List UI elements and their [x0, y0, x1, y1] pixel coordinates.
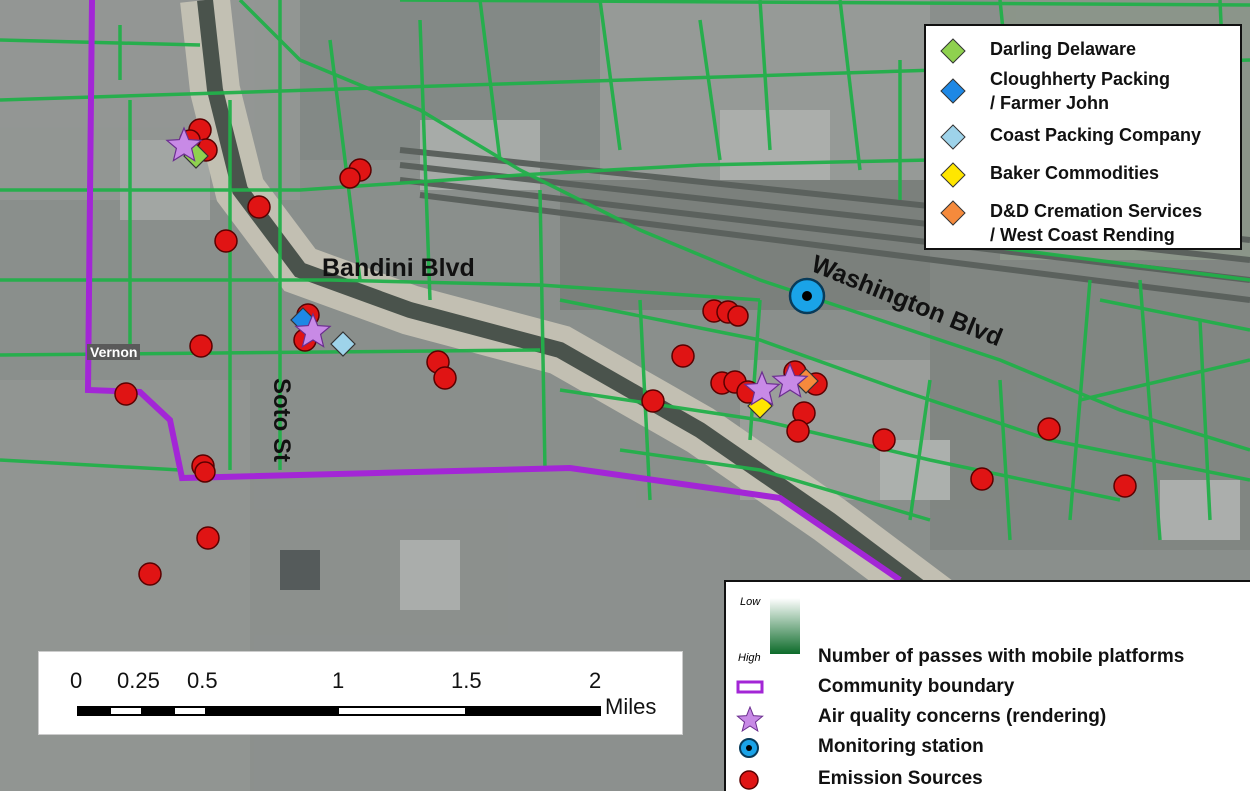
legend-label: Baker Commodities	[990, 163, 1160, 183]
emission-source	[138, 562, 162, 586]
emission-source	[1113, 474, 1137, 498]
emission-source	[970, 467, 994, 491]
green-diamond-icon	[940, 38, 966, 64]
emission-source-icon	[739, 770, 759, 790]
boundary-swatch-icon	[736, 680, 764, 694]
emission-source	[872, 428, 896, 452]
air-quality-star	[771, 362, 809, 398]
scale-bar: 0 0.25 0.5 1 1.5 2 Miles	[38, 651, 683, 735]
scale-segment	[173, 706, 207, 716]
scale-segment	[465, 706, 601, 716]
scale-segment	[205, 706, 339, 716]
scale-tick-label: 2	[589, 668, 602, 693]
scale-tick-label: 0.25	[117, 668, 160, 693]
emission-source	[1037, 417, 1061, 441]
light-blue-diamond-icon	[940, 124, 966, 150]
gradient-low-label: Low	[740, 596, 761, 608]
legend-label-line2: / West Coast Rending	[990, 225, 1175, 245]
symbols-legend: Low High Number of passes with mobile pl…	[724, 580, 1250, 791]
emission-source	[194, 461, 216, 483]
blue-diamond-icon	[940, 78, 966, 104]
route-density-gradient	[770, 598, 800, 654]
emission-source	[727, 305, 749, 327]
coast-packing-marker	[330, 331, 356, 357]
scale-segment	[337, 706, 467, 716]
star-icon	[736, 706, 764, 732]
scale-unit-label: Miles	[605, 694, 657, 719]
orange-diamond-icon	[940, 200, 966, 226]
street-label-soto: Soto St	[268, 378, 295, 462]
scale-segment	[141, 706, 175, 716]
legend-label: Monitoring station	[818, 736, 984, 757]
street-label-bandini: Bandini Blvd	[322, 254, 475, 282]
legend-label: Coast Packing Company	[990, 125, 1202, 145]
scale-tick-label: 0.5	[187, 668, 218, 693]
legend-label: Darling Delaware	[990, 39, 1137, 59]
emission-source	[641, 389, 665, 413]
legend-label-line2: / Farmer John	[990, 93, 1110, 113]
emission-source	[214, 229, 238, 253]
rail-yard	[399, 147, 1250, 303]
legend-label: D&D Cremation Services	[990, 201, 1203, 221]
emission-source	[196, 526, 220, 550]
emission-source	[114, 382, 138, 406]
air-quality-concerns	[165, 126, 809, 406]
emission-source	[189, 334, 213, 358]
monitoring-station-marker	[788, 277, 826, 315]
emission-source	[786, 419, 810, 443]
legend-label: Cloughherty Packing	[990, 69, 1171, 89]
emission-source	[339, 167, 361, 189]
air-quality-star	[165, 126, 203, 162]
air-quality-star	[294, 312, 332, 348]
facilities-legend: Darling Delaware Cloughherty Packing / F…	[924, 24, 1242, 250]
legend-label: Emission Sources	[818, 768, 983, 789]
yellow-diamond-icon	[940, 162, 966, 188]
legend-label: Air quality concerns (rendering)	[818, 706, 1107, 727]
legend-label: Number of passes with mobile platforms	[818, 646, 1185, 667]
community-boundary-line	[84, 0, 902, 583]
scale-segment	[77, 706, 111, 716]
emission-source	[433, 366, 457, 390]
scale-tick-label: 0	[70, 668, 83, 693]
monitoring-station-icon	[739, 738, 759, 758]
emission-sources	[114, 118, 1137, 586]
air-quality-star	[743, 370, 781, 406]
scale-tick-label: 1	[332, 668, 345, 693]
emission-source	[247, 195, 271, 219]
gradient-high-label: High	[738, 652, 761, 664]
scale-tick-label: 1.5	[451, 668, 482, 693]
place-label-vernon: Vernon	[87, 344, 141, 360]
scale-segment	[109, 706, 143, 716]
legend-label: Community boundary	[818, 676, 1015, 697]
emission-source	[671, 344, 695, 368]
river-water	[197, 0, 955, 617]
